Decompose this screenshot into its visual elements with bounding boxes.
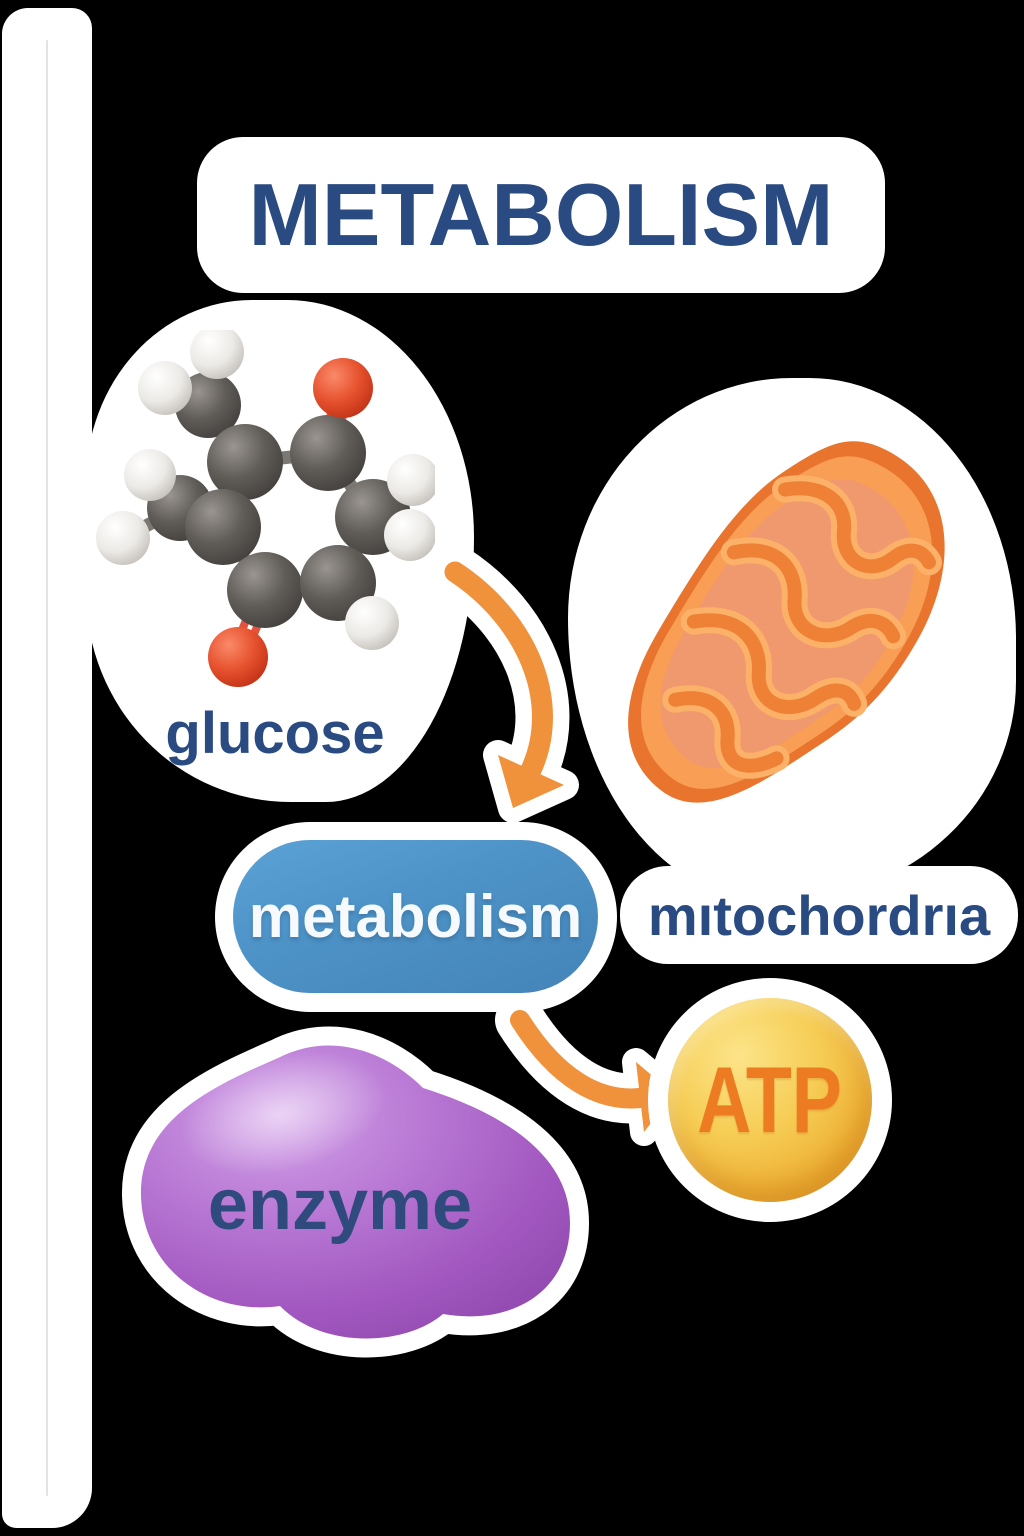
molecule-oxygen-atoms [208,358,373,687]
page-title: METABOLISM [248,165,834,264]
glucose-label: glucose [165,701,385,766]
title-sticker: METABOLISM [197,137,885,293]
curved-arrow-down-icon [428,545,579,823]
mitochondria-label: mıtochordrıa [647,883,991,947]
enzyme-highlight [180,1051,386,1175]
page-edge-strip [2,8,92,1528]
mitochondria-icon [628,441,945,803]
page-edge-fold-line [46,40,48,1496]
molecule-carbon-atoms [147,372,411,628]
metabolism-pill: metabolism [233,840,598,993]
mitochondria-cristae [662,475,942,779]
glucose-molecule-icon [96,330,435,687]
metabolism-label: metabolism [248,883,583,950]
enzyme-blob-icon [122,1026,589,1358]
mitochondria-label-sticker: mıtochordrıa [620,866,1018,964]
atp-label: ATP [697,1047,843,1152]
enzyme-label: enzyme [207,1165,473,1245]
molecule-hydrogen-atoms [96,330,435,650]
atp-coin-icon: ATP [668,998,872,1202]
